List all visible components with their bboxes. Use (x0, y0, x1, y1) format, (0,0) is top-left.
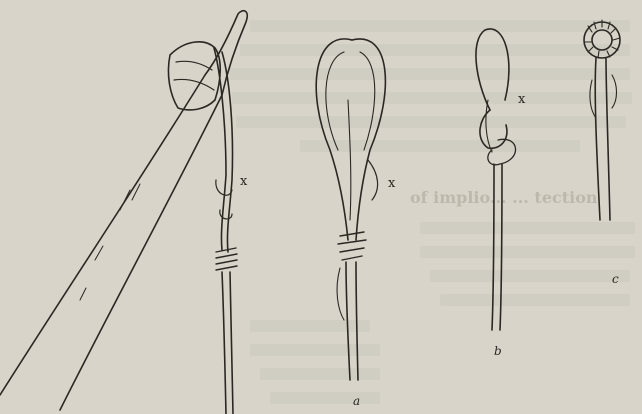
label-c: c (612, 272, 619, 286)
label-x-main: x (240, 174, 247, 189)
label-a: a (353, 394, 360, 408)
bow-limb-figure (0, 11, 247, 414)
label-x-b: x (518, 92, 525, 107)
knot-figure-c (584, 20, 620, 220)
label-b: b (494, 344, 502, 358)
knot-figure-a (316, 39, 385, 380)
label-x-a: x (388, 176, 395, 191)
knot-figure-b (476, 29, 516, 330)
